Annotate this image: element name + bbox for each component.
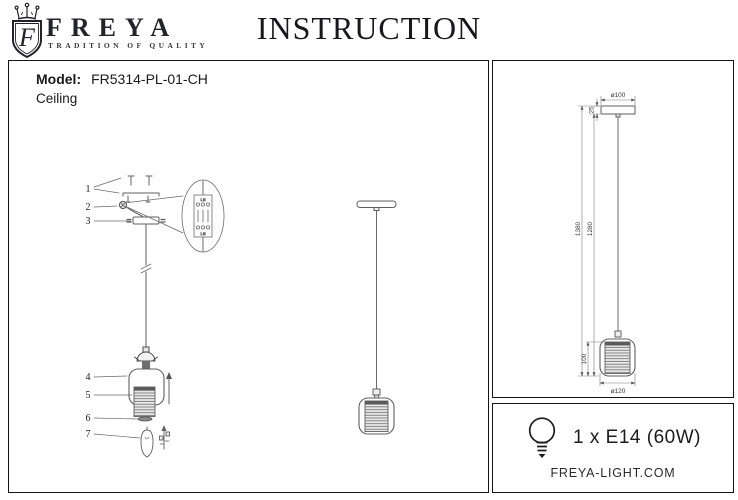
dimension-drawing: ø100 25 1380 1280 bbox=[575, 92, 636, 395]
terminal-detail-callout: L N L N bbox=[127, 179, 225, 253]
assembled-view bbox=[356, 200, 397, 435]
dim-drop-height: 1280 bbox=[587, 113, 596, 377]
inner-shade bbox=[133, 386, 156, 417]
dim-socket bbox=[614, 330, 622, 338]
svg-text:ø100: ø100 bbox=[611, 92, 626, 99]
spec-panel: 1 x E14 (60W) FREYA-LIGHT.COM bbox=[492, 403, 734, 493]
ring-gasket bbox=[137, 416, 153, 422]
svg-text:6: 6 bbox=[86, 413, 91, 424]
dim-shade-diameter: ø120 bbox=[599, 373, 636, 395]
leader-line-7 bbox=[93, 433, 141, 439]
model-line: Model: FR5314-PL-01-CH bbox=[36, 71, 208, 87]
part-label-4: 4 bbox=[86, 372, 128, 383]
part-label-6: 6 bbox=[86, 413, 138, 424]
dim-shade bbox=[599, 338, 636, 377]
assembled-canopy bbox=[356, 200, 397, 211]
crown-icon bbox=[14, 2, 40, 20]
svg-text:4: 4 bbox=[86, 372, 91, 383]
svg-text:5: 5 bbox=[86, 390, 91, 401]
suspension-cord bbox=[140, 223, 152, 348]
svg-text:100: 100 bbox=[581, 353, 588, 364]
part-label-1: 1 bbox=[86, 177, 122, 195]
exploded-view: 1 2 3 bbox=[86, 175, 225, 458]
assembly-arrow bbox=[166, 372, 172, 405]
bulb-install-icon bbox=[159, 425, 170, 450]
freya-logo: F bbox=[12, 2, 42, 59]
svg-text:ø120: ø120 bbox=[611, 388, 626, 395]
terminal-top-label: L N bbox=[201, 198, 207, 202]
brand-name: FREYA bbox=[46, 13, 179, 42]
part-label-7: 7 bbox=[86, 429, 141, 440]
terminal-block: L N L N bbox=[193, 180, 213, 252]
mount-type: Ceiling bbox=[36, 91, 78, 106]
part-label-3: 3 bbox=[86, 216, 132, 227]
leader-line-6 bbox=[93, 417, 138, 420]
model-label: Model: bbox=[36, 71, 82, 87]
terminal-bottom-label: L N bbox=[201, 232, 207, 236]
diagram-panel: Model: FR5314-PL-01-CH Ceiling 1 bbox=[8, 60, 489, 493]
website-link: FREYA-LIGHT.COM bbox=[550, 466, 676, 480]
svg-text:1: 1 bbox=[86, 184, 91, 195]
leader-line-1 bbox=[93, 177, 122, 194]
leader-line-2 bbox=[93, 205, 118, 208]
svg-text:1280: 1280 bbox=[587, 221, 594, 236]
logo-letter: F bbox=[18, 23, 36, 52]
svg-text:25: 25 bbox=[589, 106, 596, 114]
brand-tagline: TRADITION OF QUALITY bbox=[48, 41, 209, 50]
assembled-shade bbox=[358, 397, 395, 435]
svg-text:1380: 1380 bbox=[575, 221, 582, 236]
dim-canopy bbox=[600, 105, 636, 118]
shield-icon: F bbox=[12, 20, 42, 59]
candle-bulb bbox=[140, 426, 154, 458]
dim-canopy-diameter: ø100 bbox=[600, 92, 636, 105]
part-label-2: 2 bbox=[86, 202, 118, 213]
dimensions-panel: ø100 25 1380 1280 bbox=[492, 60, 734, 398]
dim-total-height: 1380 bbox=[575, 105, 600, 377]
leader-line-4 bbox=[93, 375, 128, 378]
canopy-plate bbox=[126, 216, 166, 225]
svg-text:3: 3 bbox=[86, 216, 91, 227]
bulb-icon bbox=[528, 417, 556, 458]
svg-text:7: 7 bbox=[86, 429, 91, 440]
mounting-bracket bbox=[122, 175, 160, 203]
bulb-spec: 1 x E14 (60W) bbox=[573, 427, 701, 448]
part-label-5: 5 bbox=[86, 390, 133, 401]
assembled-socket bbox=[372, 388, 381, 399]
lamp-socket bbox=[134, 346, 158, 369]
dim-shade-height: 100 bbox=[581, 341, 604, 377]
svg-text:2: 2 bbox=[86, 202, 91, 213]
page-title: INSTRUCTION bbox=[256, 10, 482, 46]
model-value: FR5314-PL-01-CH bbox=[91, 71, 208, 87]
